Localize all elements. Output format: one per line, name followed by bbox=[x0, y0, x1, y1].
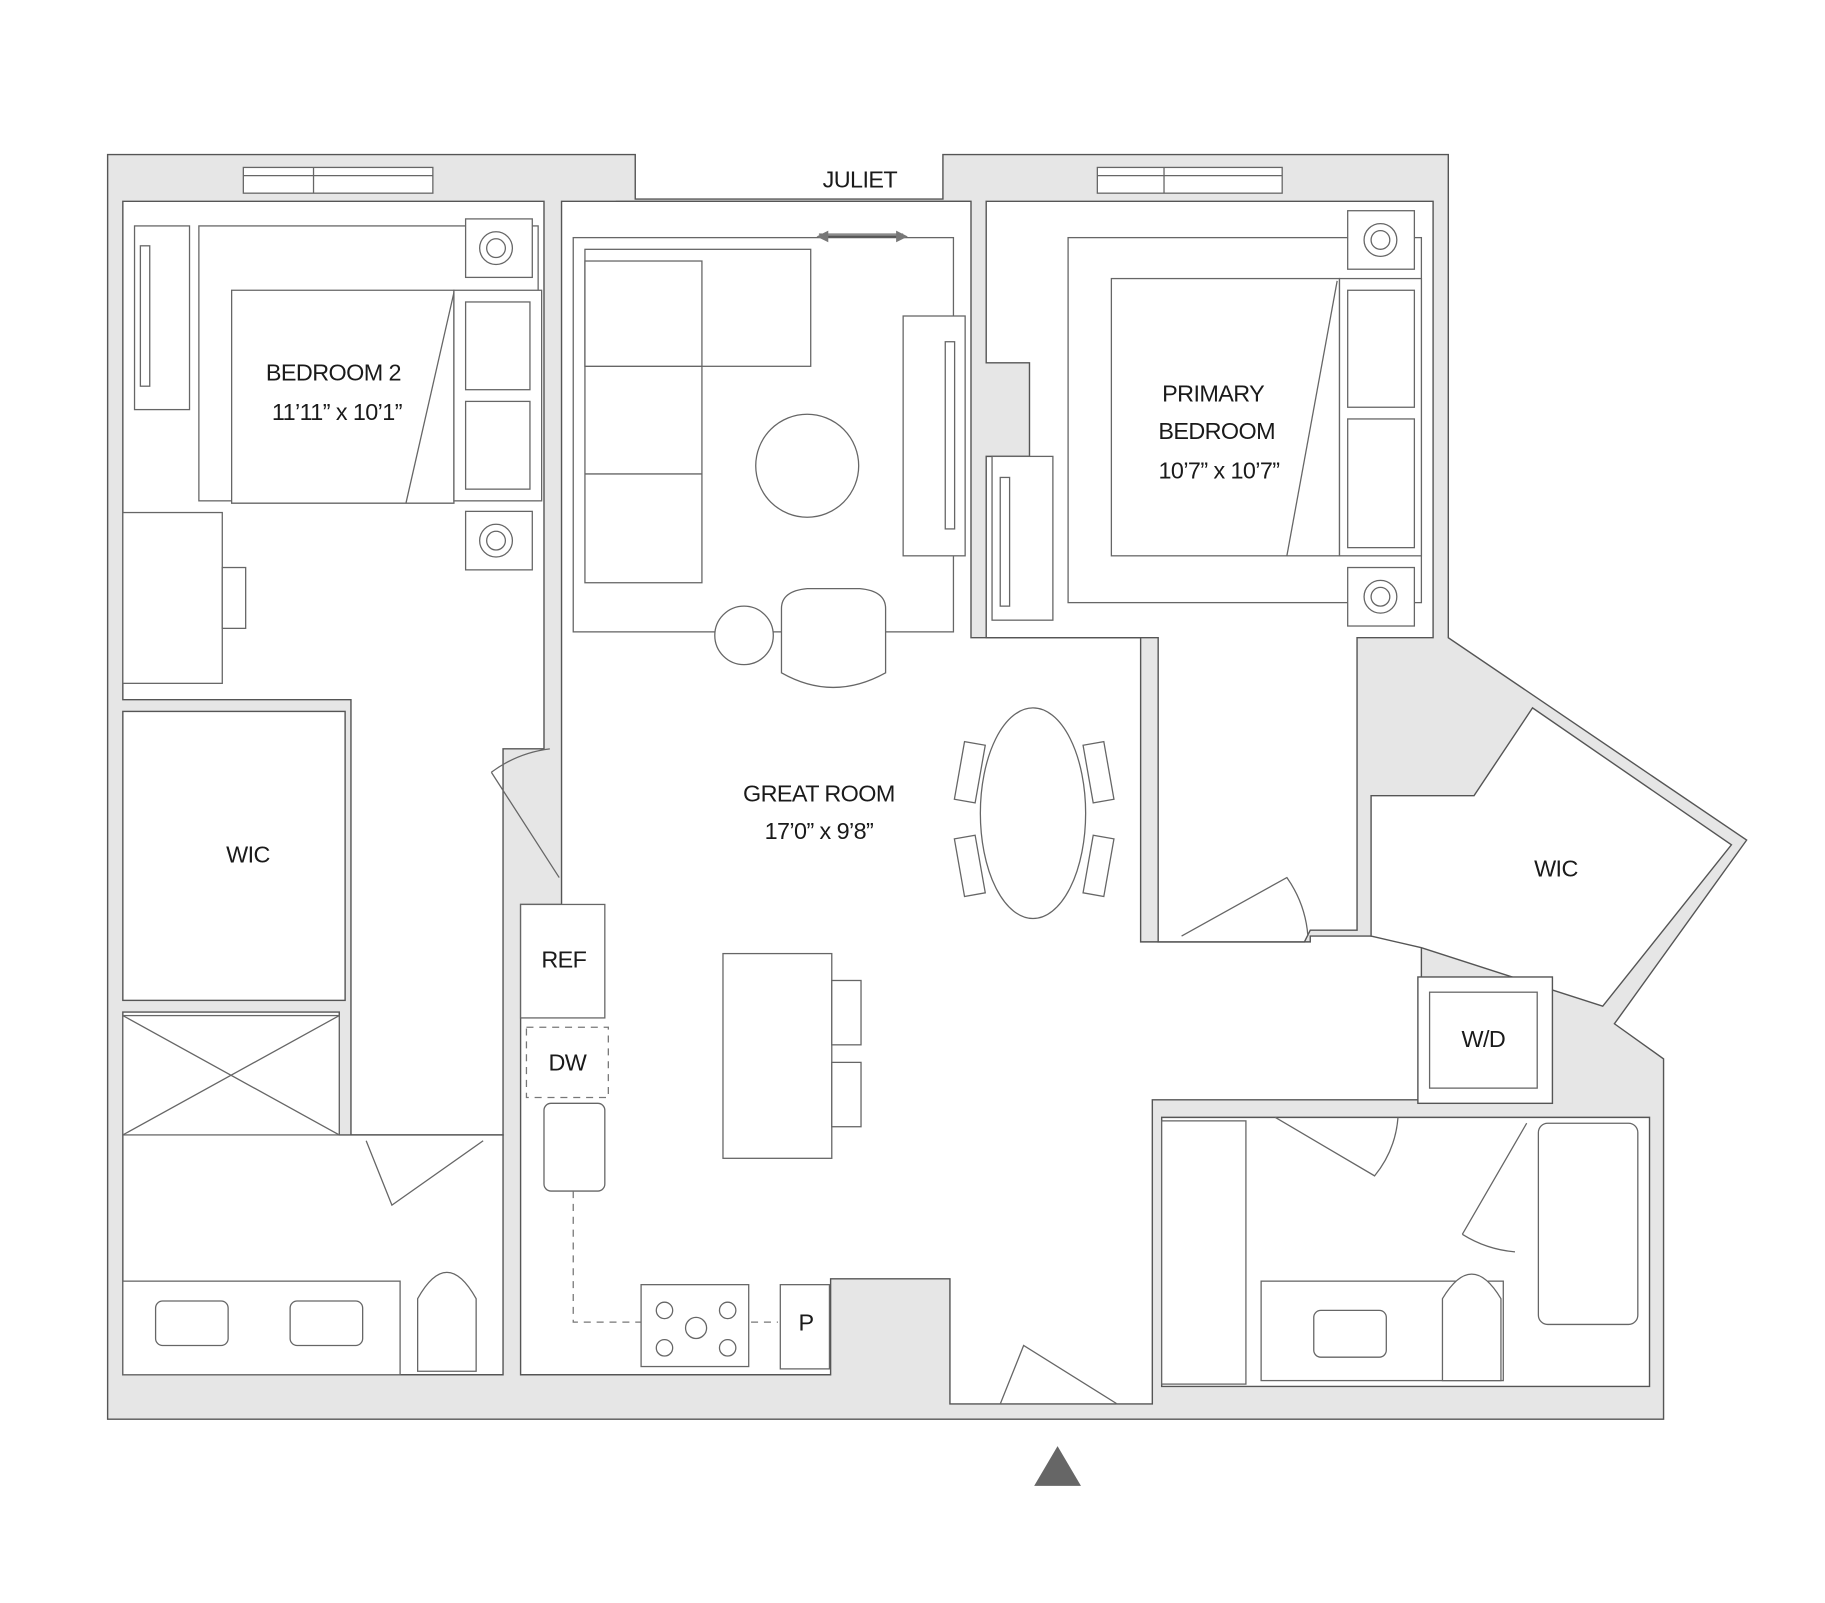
wic-right-area bbox=[1370, 706, 1733, 1008]
wic-right-label: WIC bbox=[1534, 855, 1578, 881]
wd-label: W/D bbox=[1462, 1026, 1506, 1052]
living-furniture bbox=[572, 233, 966, 688]
wic-left-area bbox=[122, 710, 346, 1002]
bedroom-2-label: BEDROOM 2 bbox=[266, 359, 401, 385]
bedroom-2-size: 11’11” x 10’1” bbox=[272, 399, 402, 425]
great-room-label: GREAT ROOM bbox=[743, 781, 895, 807]
dw-label: DW bbox=[548, 1050, 586, 1076]
kitchen bbox=[519, 903, 862, 1370]
wic-left-label: WIC bbox=[226, 841, 270, 867]
primary-bedroom-furniture bbox=[991, 210, 1423, 627]
bath-fixtures bbox=[122, 991, 1639, 1385]
ref-label: REF bbox=[541, 947, 586, 973]
pantry-label: P bbox=[799, 1309, 814, 1335]
primary-bedroom-size: 10’7” x 10’7” bbox=[1158, 458, 1279, 484]
doors bbox=[365, 748, 1528, 1405]
juliet-label: JULIET bbox=[823, 166, 898, 192]
entry-arrow-icon bbox=[1034, 1446, 1081, 1486]
primary-bedroom-label-1: PRIMARY bbox=[1162, 380, 1265, 406]
great-room-size: 17’0” x 9’8” bbox=[765, 818, 874, 844]
dining-furniture bbox=[953, 707, 1115, 920]
sliding-arrow-icon bbox=[816, 230, 908, 243]
bedroom-2-furniture bbox=[122, 218, 543, 684]
primary-bedroom-label-2: BEDROOM bbox=[1158, 418, 1275, 444]
